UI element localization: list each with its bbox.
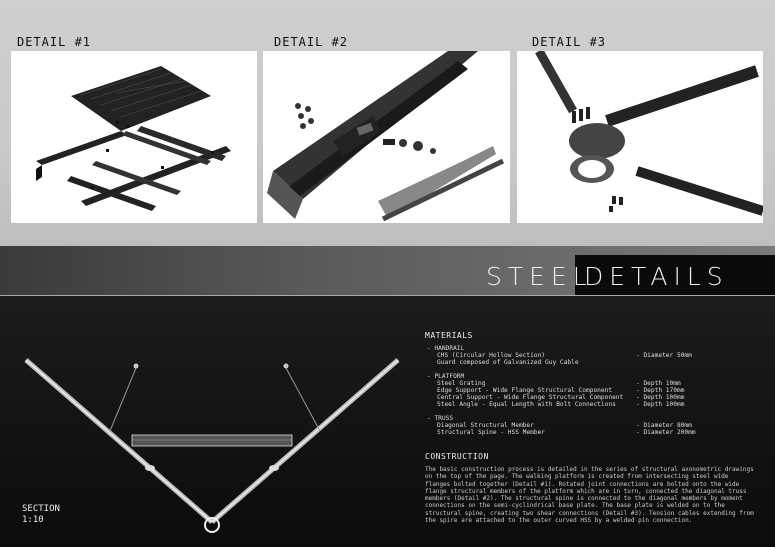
handrail-label: - HANDRAIL [427,345,465,352]
platform-item: Edge Support - Wide Flange Structural Co… [437,387,613,394]
platform-item: Steel Grating [437,380,486,387]
section-drawing [24,358,400,533]
section-label: SECTION 1:10 [22,504,60,526]
platform-item: Steel Angle - Equal Length with Bolt Con… [437,401,616,408]
handrail-item: Guard composed of Galvanized Guy Cable [437,359,579,366]
detail-1-drawing [11,51,257,223]
platform-spec: - Depth 10mm [636,380,681,387]
section-title: SECTION [22,504,60,514]
detail-3-drawing [517,51,763,223]
truss-label: - TRUSS [427,415,454,422]
detail-1-title: DETAIL #1 [17,35,92,49]
platform-label: - PLATFORM [427,373,465,380]
bottom-region [0,296,775,547]
detail-2-drawing [263,51,510,223]
platform-spec: - Depth 100mm [636,401,685,408]
construction-text: The basic construction process is detail… [425,466,754,525]
detail-3-title: DETAIL #3 [532,35,607,49]
handrail-spec: - Diameter 50mm [636,352,692,359]
truss-spec: - Diameter 200mm [636,429,696,436]
handrail-item: CHS (Circular Hollow Section) [437,352,546,359]
title-band-line [0,295,775,296]
title-band-dark [575,255,775,295]
materials-title: MATERIALS [425,331,473,340]
section-scale: 1:10 [22,515,44,525]
detail-2-title: DETAIL #2 [274,35,349,49]
platform-item: Central Support - Wide Flange Structural… [437,394,624,401]
heading-details: DETAILS [584,262,729,291]
platform-spec: - Depth 100mm [636,394,685,401]
truss-item: Structural Spine - HSS Member [437,429,546,436]
truss-item: Diagonal Structural Member [437,422,534,429]
truss-spec: - Diameter 80mm [636,422,692,429]
construction-title: CONSTRUCTION [425,452,489,461]
platform-spec: - Depth 170mm [636,387,685,394]
heading-steel: STEEL [486,262,593,291]
